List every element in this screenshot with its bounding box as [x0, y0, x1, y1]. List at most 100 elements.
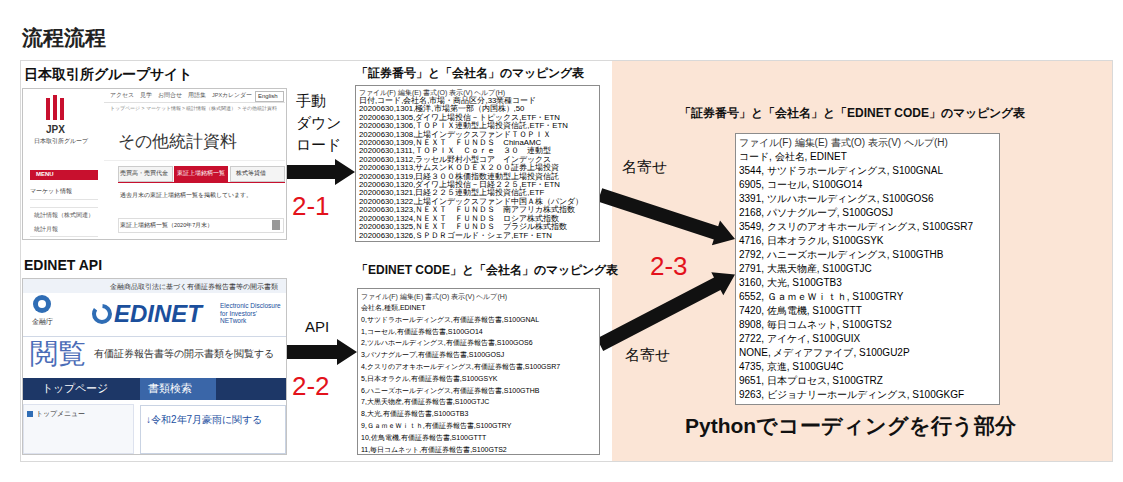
block-arrow [597, 272, 735, 351]
screenshot-text: マーケット情報 [30, 188, 72, 195]
table-row: NONE, メディアファイブ, S100GU2P [739, 346, 996, 360]
table-row: 20200630,1305,ダイワ上場投信－トピックス,ETF・ETN [359, 114, 596, 122]
screenshot-text: 過去月末の東証上場銘柄一覧を掲載しています。 [120, 192, 252, 198]
rule-line [104, 102, 285, 103]
side-menu-box [24, 405, 134, 454]
table-row: 4735, 京進, S100GU4C [739, 360, 996, 374]
active-tab [174, 166, 228, 182]
edinet-logo [94, 306, 110, 322]
edge-label: 名寄せ [622, 158, 667, 175]
diagram-title: 流程流程 [22, 26, 106, 50]
python-region-fill [612, 61, 1112, 461]
table-row: 1,コーセル,有価証券報告書,S100GO14 [361, 326, 596, 338]
file-icon [272, 220, 280, 230]
fsa-logo-inner [38, 300, 46, 308]
screenshot-text: 東証上場銘柄一覧 [177, 170, 225, 177]
table-row: 11,毎日コムネット,有価証券報告書,S100GTS2 [361, 444, 596, 456]
table-row: 20200630,1308,上場インデックスファンドＴＯＰＩＸ [359, 131, 596, 139]
file-row [119, 219, 284, 233]
table-row: 20200630,1313,サムスンＫＯＤＥＸ２００証券上場投資 [359, 164, 596, 172]
table-row: 20200630,1312,ラッセル野村小型コア インデックス [359, 156, 596, 164]
sidebar-lines [30, 200, 98, 237]
screenshot-text: JPX [46, 124, 65, 136]
block-arrow [598, 188, 735, 245]
screenshot-text: 統計情報（株式関連） [34, 212, 94, 218]
table-row: 4716, 日本オラクル, S100GSYK [739, 234, 996, 248]
table-row: 2722, アイケイ, S100GUIX [739, 332, 996, 346]
table-row: 20200630,1321,日経２２５連動型上場投資信託,ETF [359, 189, 596, 197]
table-row: 20200630,1301,極洋,市場第一部（内国株）,50 [359, 105, 596, 113]
csv-table-window: 「EDINET CODE」と「会社名」のマッピング表ファイル(F) 編集(E) … [357, 288, 600, 455]
screenshot-text: 東証上場銘柄一覧（2020年7月末） [120, 222, 213, 228]
screenshot-text: 有価証券報告書等の開示書類を閲覧する [94, 348, 274, 360]
table-row: 20200630,1311,ＴＯＰＩＸ Ｃｏｒｅ ３０ 連動型 [359, 147, 596, 155]
menu-icon [27, 411, 33, 417]
screenshot-text: Electronic Disclosure for Investors' NET… [220, 302, 284, 325]
table-row: 9651, 日本プロセス, S100GTRZ [739, 374, 996, 388]
notice-box [141, 406, 286, 454]
screenshot-text: ↓令和2年7月豪雨に関する [146, 414, 262, 426]
table-heading: 「EDINET CODE」と「会社名」のマッピング表 [356, 264, 618, 278]
callout-number: 2-1 [292, 192, 330, 222]
nav-bar [23, 378, 286, 400]
table-row: 3391, ツルハホールディングス, S100GOS6 [739, 192, 996, 206]
nav-tab [140, 378, 216, 400]
tab-rule [118, 182, 285, 183]
fsa-logo [33, 295, 51, 313]
menu-bar-text: ファイル(F) 編集(E) 書式(O) 表示(V) ヘルプ(H) [359, 88, 596, 97]
panel-frame [21, 61, 1113, 462]
table-row: 8908, 毎日コムネット, S100GTS2 [739, 318, 996, 332]
result-table-window: 「証券番号」と「会社名」と「EDINET CODE」のマッピング表ファイル(F)… [735, 133, 1000, 405]
table-row: 20200630,1324,ＮＥＸＴ ＦＵＮＤＳ ロシア株式指数 [359, 215, 596, 223]
screenshot-text: 株式等貸借 [236, 170, 266, 177]
table-row: 20200630,1326,ＳＰＤＲゴールド・シェア,ETF・ETN [359, 232, 596, 240]
table-row: 9263, ビジョナリーホールディングス, S100GKGF [739, 388, 996, 402]
website-screenshot: 日本取引所グループサイトその他統計資料JPX日本取引所グループEnglishアク… [22, 88, 287, 240]
block-arrow [287, 339, 357, 365]
callout-number: 2-3 [650, 252, 688, 282]
screenshot-text: 統計月報 [34, 226, 58, 232]
screenshot-text: 日本取引所グループ [34, 138, 88, 145]
screenshot-text: 書類検索 [148, 382, 192, 395]
rule-line [104, 160, 285, 161]
table-heading: 「証券番号」と「会社名」と「EDINET CODE」のマッピング表 [679, 107, 1025, 121]
table-row: 2791, 大黒天物産, S100GTJC [739, 262, 996, 276]
edge-label: API [305, 318, 329, 335]
table-row: 8,大光,有価証券報告書,S100GTB3 [361, 408, 596, 420]
table-heading: 「証券番号」と「会社名」のマッピング表 [356, 67, 584, 81]
table-row: 日付,コード,会社名,市場・商品区分,33業種コード [359, 97, 596, 105]
table-row: 20200630,1319,日経３００株価指数連動型上場投資信託 [359, 173, 596, 181]
table-row: 2792, ハニーズホールディングス, S100GTHB [739, 248, 996, 262]
table-row: 3549, クスリのアオキホールディングス, S100GSR7 [739, 220, 996, 234]
table-row: 会社名,種類,EDINET [361, 302, 596, 314]
screenshot-text: トップメニュー [36, 410, 85, 418]
tab [119, 167, 173, 182]
table-row: 5,日本オラクル,有価証券報告書,S100GSYK [361, 373, 596, 385]
screenshot-frame [23, 279, 287, 455]
table-row: 10,佐鳥電機,有価証券報告書,S100GTTT [361, 432, 596, 444]
node-heading: Pythonでコーディングを行う部分 [685, 414, 1016, 438]
button-outline [256, 92, 284, 102]
table-row: 20200630,1306,ＴＯＰＩＸ連動型上場投資信託,ETF・ETN [359, 122, 596, 130]
menu-bar-text: ファイル(F) 編集(E) 書式(O) 表示(V) ヘルプ(H) [739, 136, 996, 150]
table-row: 20200630,1322,上場インデックスファンド中国Ａ株（パンダ） [359, 198, 596, 206]
table-row: 3160, 大光, S100GTB3 [739, 276, 996, 290]
rule-line [23, 336, 286, 337]
screenshot-frame [23, 89, 287, 240]
node-heading: 日本取引所グループサイト [24, 66, 192, 82]
screenshot-text: トップページ > マーケット情報 > 統計情報（株式関連） > その他統計資料 [110, 106, 277, 112]
edge-label: 名寄せ [625, 346, 670, 363]
screenshot-text: English [258, 93, 278, 100]
screenshot-text: 金融商品取引法に基づく有価証券報告書等の開示書類 [110, 283, 278, 291]
edge-label: 手動 ダウン ロード [296, 90, 346, 156]
table-row: 6,ハニーズホールディングス,有価証券報告書,S100GTHB [361, 385, 596, 397]
table-row: 4,クスリのアオキホールディングス,有価証券報告書,S100GSR7 [361, 361, 596, 373]
jpx-logo [48, 95, 62, 120]
table-row: 3,パソナグループ,有価証券報告書,S100GOSJ [361, 349, 596, 361]
table-row: 3544, サツドラホールディングス, S100GNAL [739, 164, 996, 178]
table-row: 6905, コーセル, S100GO14 [739, 178, 996, 192]
table-row: 20200630,1309,ＮＥＸＴ ＦＵＮＤＳ ChinaAMC [359, 139, 596, 147]
website-screenshot: EDINET API金融商品取引法に基づく有価証券報告書等の開示書類金融庁EDI… [22, 278, 287, 455]
table-row: 2168, パソナグループ, S100GOSJ [739, 206, 996, 220]
